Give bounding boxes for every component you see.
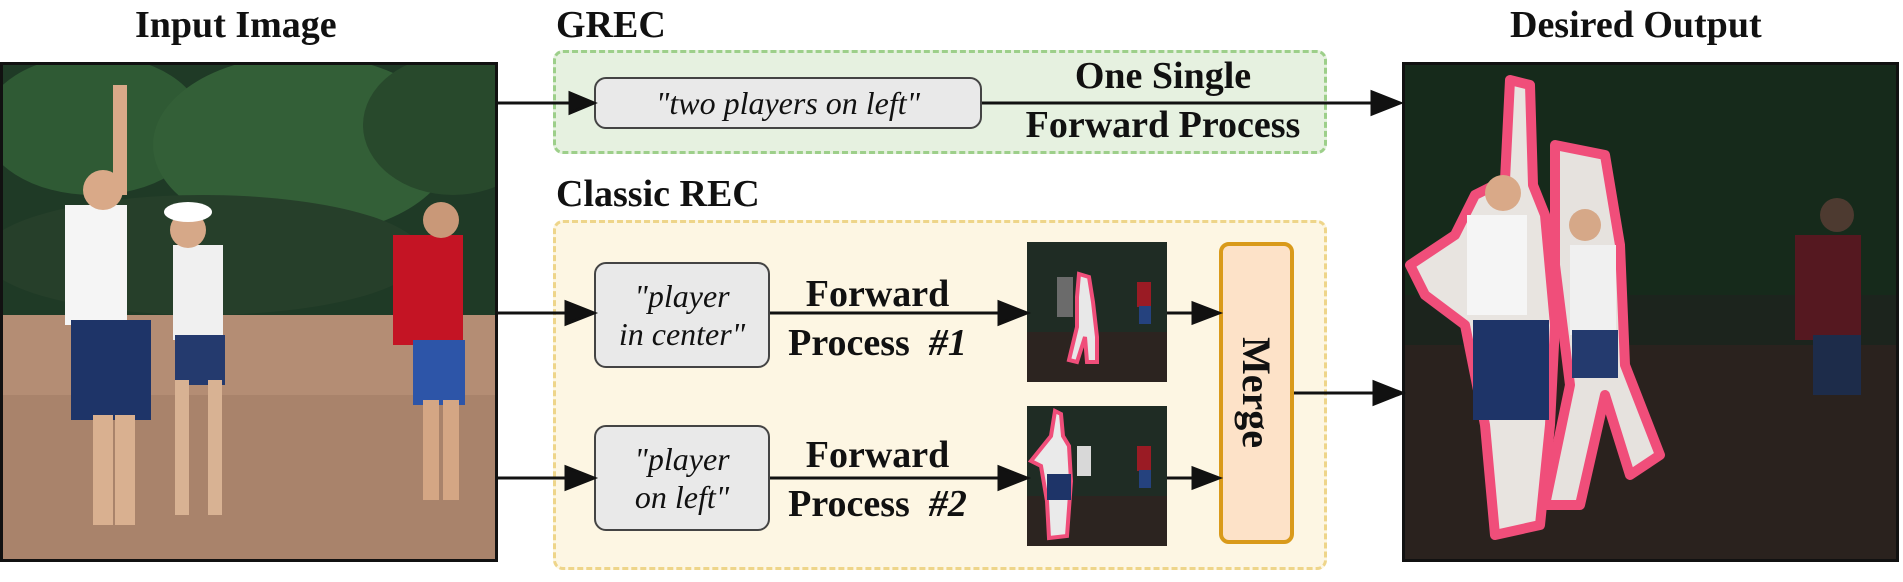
arrow-right-icon (997, 299, 1032, 327)
arrow-right-icon (564, 299, 599, 327)
tennis-court-photo-icon (3, 65, 495, 559)
arrow-right-icon (568, 90, 598, 116)
classic-rec-title: Classic REC (556, 173, 760, 215)
merge-box: Merge (1219, 242, 1294, 544)
arrow-right-icon (1370, 89, 1405, 117)
process2-line2: Process (788, 482, 910, 525)
grec-process-line1: One Single (1074, 55, 1252, 97)
arrow-right-icon (564, 464, 599, 492)
result-thumbnail-1 (1027, 242, 1167, 382)
masked-left-player-icon (1027, 406, 1167, 546)
process1-line1: Forward (805, 273, 950, 315)
query-player-on-left: "player on left" (594, 425, 770, 531)
grec-process-line2: Forward Process (1025, 103, 1301, 146)
grec-process-label: One Single Forward Process (1008, 52, 1318, 149)
forward-process-2-label: Forward Process #2 (770, 431, 985, 528)
query2-line2: on left" (634, 479, 730, 515)
grec-query-box: "two players on left" (594, 77, 982, 129)
desired-output-title: Desired Output (1510, 4, 1762, 46)
desired-output-image (1402, 62, 1899, 562)
input-image-title: Input Image (135, 4, 337, 46)
forward-process-1-label: Forward Process #1 (770, 270, 985, 367)
input-image (0, 62, 498, 562)
masked-center-player-icon (1027, 242, 1167, 382)
process1-number: #1 (928, 321, 967, 364)
result-thumbnail-2 (1027, 406, 1167, 546)
process2-number: #2 (928, 482, 967, 525)
query1-line2: in center" (618, 316, 746, 352)
merge-label: Merge (1234, 337, 1279, 449)
process1-line2: Process (788, 321, 910, 364)
grec-title: GREC (556, 4, 666, 46)
arrow-right-icon (1372, 379, 1407, 407)
process2-line1: Forward (805, 434, 950, 476)
query1-line1: "player (634, 277, 730, 314)
arrow-right-icon (1191, 300, 1224, 326)
query-player-in-center: "player in center" (594, 262, 770, 368)
query2-line1: "player (634, 440, 730, 477)
arrow-right-icon (1191, 465, 1224, 491)
masked-players-photo-icon (1405, 65, 1896, 559)
arrow-right-icon (997, 464, 1032, 492)
